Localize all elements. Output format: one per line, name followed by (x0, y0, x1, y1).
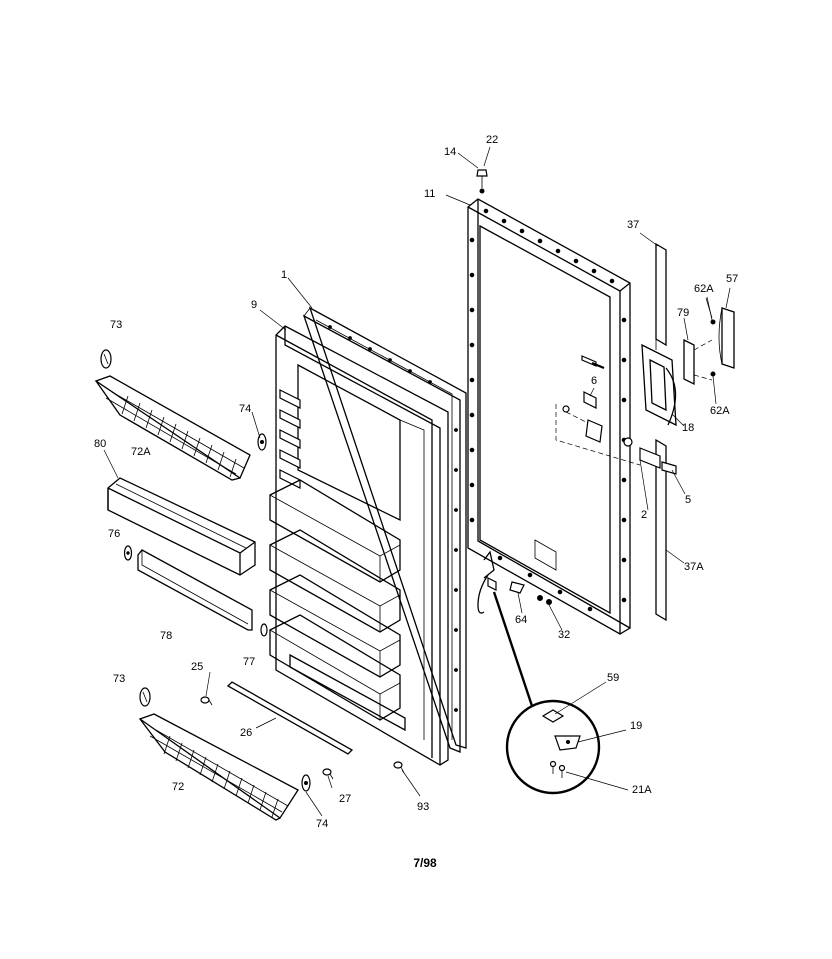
door-gasket (302, 306, 467, 753)
callout-93: 93 (417, 801, 429, 813)
callout-76: 76 (108, 528, 120, 540)
clip-77 (260, 623, 268, 637)
callout-9: 9 (251, 299, 257, 311)
retainer-bar-78 (137, 549, 253, 631)
callout-18: 18 (682, 422, 694, 434)
callout-72: 72 (172, 781, 184, 793)
gasket-dots (328, 325, 458, 712)
upper-door-basket (94, 375, 251, 481)
callout-22: 22 (486, 134, 498, 146)
callout-37: 37 (627, 219, 639, 231)
clip-76 (123, 545, 133, 561)
callout-78: 78 (160, 630, 172, 642)
callout-59: 59 (607, 672, 619, 684)
callout-74-bottom: 74 (316, 818, 328, 830)
callout-64: 64 (515, 614, 527, 626)
liner-shelf-1 (269, 479, 401, 583)
door-bin (107, 477, 256, 576)
callout-2: 2 (641, 509, 647, 521)
top-screw (476, 169, 488, 194)
callout-1: 1 (281, 269, 287, 281)
lower-clip-74 (301, 774, 311, 792)
callout-37a: 37A (684, 561, 704, 573)
callout-11: 11 (424, 188, 435, 200)
callout-73-top: 73 (110, 319, 122, 331)
callout-77: 77 (243, 656, 255, 668)
trim-strip-26 (226, 681, 354, 755)
callout-72a: 72A (131, 446, 151, 458)
inner-door-liner (269, 325, 449, 766)
liner-shelf-4 (269, 614, 401, 721)
outer-door-panel (467, 198, 631, 635)
screw-93 (393, 761, 405, 774)
detail-screws (549, 760, 566, 778)
callout-74-top: 74 (239, 403, 251, 415)
gasket-strip-37a (655, 438, 667, 622)
lower-door-basket (138, 713, 299, 821)
screw-25 (200, 696, 213, 706)
revision-date-code: 7/98 (413, 856, 437, 870)
callout-21a: 21A (632, 784, 652, 796)
callout-80: 80 (94, 438, 106, 450)
callout-73-bottom: 73 (113, 673, 125, 685)
leader-lines (103, 146, 731, 817)
callout-62a-top: 62A (694, 283, 714, 295)
callout-5: 5 (685, 494, 691, 506)
panel-hardware (555, 355, 641, 466)
liner-shelf-3 (269, 574, 401, 678)
lower-basket-clip-73 (139, 687, 151, 707)
screw-27 (322, 768, 334, 780)
callout-19: 19 (630, 720, 642, 732)
hinge-detail-inset (492, 591, 601, 795)
callout-25: 25 (191, 661, 203, 673)
hinge-pin (639, 447, 677, 475)
upper-basket-clip-73 (100, 349, 112, 369)
callout-27: 27 (339, 793, 351, 805)
handle-assembly (641, 307, 735, 427)
callout-62a-bottom: 62A (710, 405, 730, 417)
callout-26: 26 (240, 727, 252, 739)
callout-labels: 22 14 11 37 57 62A 79 6 62A 18 5 2 37A 6… (94, 134, 738, 830)
callout-79: 79 (677, 307, 689, 319)
callout-14: 14 (444, 146, 456, 158)
gasket-strip-37 (655, 242, 667, 350)
callout-32: 32 (558, 629, 570, 641)
callout-6: 6 (591, 375, 597, 387)
callout-57: 57 (726, 273, 738, 285)
